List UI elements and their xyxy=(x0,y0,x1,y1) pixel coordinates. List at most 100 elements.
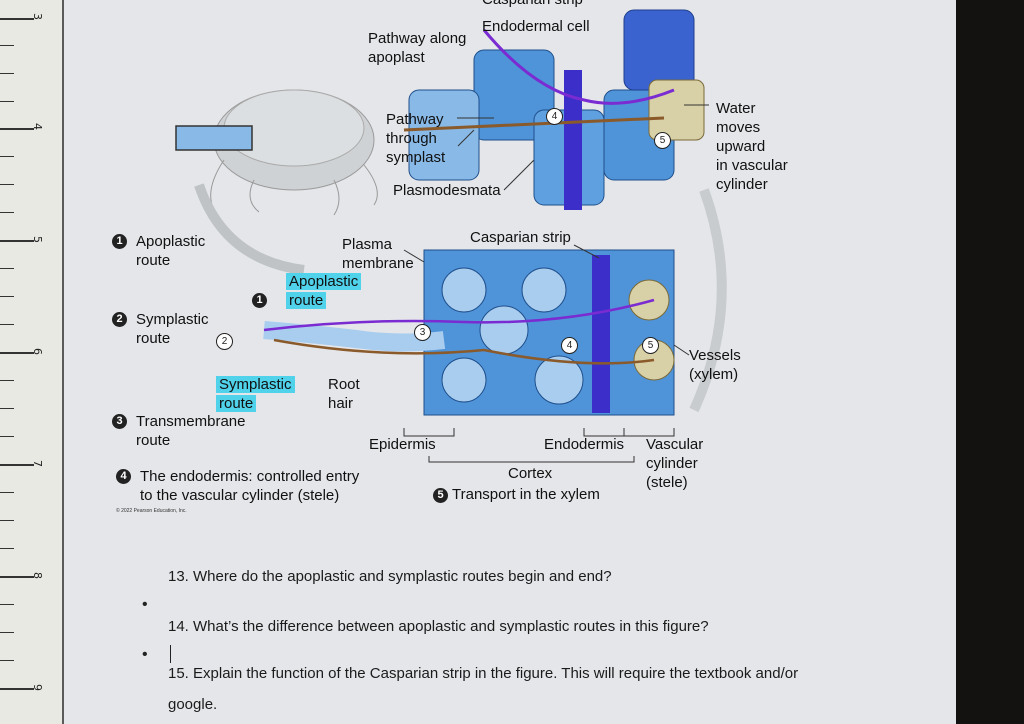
marker-5-center: 5 xyxy=(642,337,659,354)
ruler-number: 3 xyxy=(31,13,44,20)
question-14: 14. What’s the difference between apopla… xyxy=(168,617,709,637)
ruler: 3 4 5 6 7 8 9 xyxy=(0,0,64,724)
ruler-tick xyxy=(0,128,34,130)
zoom-arrow xyxy=(194,183,305,275)
label-symplastic-route-side: Symplastic xyxy=(136,311,209,328)
label-pathway-symplast-3: symplast xyxy=(386,149,446,166)
marker-2-center: 2 xyxy=(216,333,233,350)
label-apoplastic-route: Apoplastic xyxy=(286,272,362,291)
label-apoplastic-route-2: route xyxy=(286,291,327,310)
label-pathway-apoplast: Pathway along xyxy=(368,30,467,47)
question-15-text-2: google. xyxy=(168,696,218,713)
ruler-tick xyxy=(0,240,34,242)
ruler-tick xyxy=(0,156,14,157)
marker-4: 4 xyxy=(546,108,563,125)
marker-5: 5 xyxy=(654,132,671,149)
question-14-text: 14. What’s the difference between apopla… xyxy=(168,618,709,635)
label-apoplastic-route-side: Apoplastic xyxy=(136,233,206,250)
marker-1: 1 xyxy=(112,234,127,249)
question-15-line2: google. xyxy=(168,695,217,715)
question-15: 15. Explain the function of the Casparia… xyxy=(168,664,798,684)
label-transmembrane-2: route xyxy=(136,432,171,449)
label-cortex: Cortex xyxy=(508,465,553,482)
ruler-number: 9 xyxy=(31,684,44,691)
worksheet-page: Casparian strip Endodermal cell Pathway … xyxy=(64,0,956,724)
marker-1-center: 1 xyxy=(252,293,267,308)
label-water-3: upward xyxy=(716,138,766,155)
label-water-5: cylinder xyxy=(716,176,768,193)
ruler-tick xyxy=(0,632,14,633)
label-endodermal-cell: Endodermal cell xyxy=(482,18,590,35)
copyright-note: © 2022 Pearson Education, Inc. xyxy=(116,508,187,514)
label-water: Water xyxy=(716,100,756,117)
ruler-tick xyxy=(0,268,14,269)
root-cross-section xyxy=(175,89,378,216)
marker-3-center: 3 xyxy=(414,324,431,341)
ruler-number: 7 xyxy=(31,460,44,467)
label-pathway-symplast: Pathway xyxy=(386,111,444,128)
ruler-number: 4 xyxy=(31,123,44,130)
label-endodermis: Endodermis xyxy=(544,436,625,453)
label-symplastic-route-side-2: route xyxy=(136,330,171,347)
ruler-tick xyxy=(0,184,14,185)
ruler-tick xyxy=(0,212,14,213)
ruler-tick xyxy=(0,660,14,661)
ruler-number: 5 xyxy=(31,236,44,243)
label-water-2: moves xyxy=(716,119,761,136)
ruler-tick xyxy=(0,73,14,74)
ruler-tick xyxy=(0,688,34,690)
label-apoplastic-route-side-2: route xyxy=(136,252,171,269)
label-pathway-apoplast-2: apoplast xyxy=(368,49,425,66)
ruler-tick xyxy=(0,492,14,493)
label-hair: hair xyxy=(328,395,354,412)
upward-arrow xyxy=(689,188,727,413)
marker-4-side: 4 xyxy=(116,469,131,484)
root-transport-illustration xyxy=(175,9,727,463)
label-membrane: membrane xyxy=(342,255,414,272)
dark-background-edge xyxy=(956,0,1024,724)
cortex-block xyxy=(263,249,675,416)
bullet-13: • xyxy=(142,596,148,613)
label-symplastic-route-2: route xyxy=(216,394,257,413)
label-epidermis: Epidermis xyxy=(369,436,436,453)
marker-4-center: 4 xyxy=(561,337,578,354)
ruler-tick xyxy=(0,18,34,20)
label-water-4: in vascular xyxy=(716,157,788,174)
label-pathway-symplast-2: through xyxy=(386,130,437,147)
label-symplastic-route: Symplastic xyxy=(216,375,295,394)
ruler-tick xyxy=(0,436,14,437)
label-plasmodesmata: Plasmodesmata xyxy=(393,182,501,199)
label-endodermis-entry-2: to the vascular cylinder (stele) xyxy=(140,487,340,504)
label-stele: (stele) xyxy=(646,474,688,491)
ruler-tick xyxy=(0,604,14,605)
ruler-tick xyxy=(0,101,14,102)
marker-3: 3 xyxy=(112,414,127,429)
text-cursor[interactable] xyxy=(170,645,171,663)
ruler-number: 8 xyxy=(31,572,44,579)
label-cylinder: cylinder xyxy=(646,455,698,472)
ruler-tick xyxy=(0,408,14,409)
question-13: 13. Where do the apoplastic and symplast… xyxy=(168,567,612,587)
ruler-tick xyxy=(0,352,34,354)
label-vessels: Vessels xyxy=(689,347,741,364)
ruler-tick xyxy=(0,324,14,325)
label-vascular: Vascular xyxy=(646,436,704,453)
ruler-number: 6 xyxy=(31,348,44,355)
label-transport-xylem: Transport in the xylem xyxy=(452,486,600,503)
ruler-tick xyxy=(0,576,34,578)
ruler-tick xyxy=(0,45,14,46)
label-transmembrane: Transmembrane xyxy=(136,413,246,430)
bullet-14: • xyxy=(142,646,148,663)
question-15-text: 15. Explain the function of the Casparia… xyxy=(168,665,799,682)
label-xylem: (xylem) xyxy=(689,366,739,383)
ruler-tick xyxy=(0,380,14,381)
marker-5-side: 5 xyxy=(433,488,448,503)
ruler-tick xyxy=(0,548,14,549)
label-casparian-strip-mid: Casparian strip xyxy=(470,229,571,246)
label-plasma: Plasma xyxy=(342,236,393,253)
ruler-tick xyxy=(0,520,14,521)
ruler-tick xyxy=(0,464,34,466)
label-casparian-strip-top: Casparian strip xyxy=(482,0,583,9)
marker-2: 2 xyxy=(112,312,127,327)
question-13-text: 13. Where do the apoplastic and symplast… xyxy=(168,568,612,585)
